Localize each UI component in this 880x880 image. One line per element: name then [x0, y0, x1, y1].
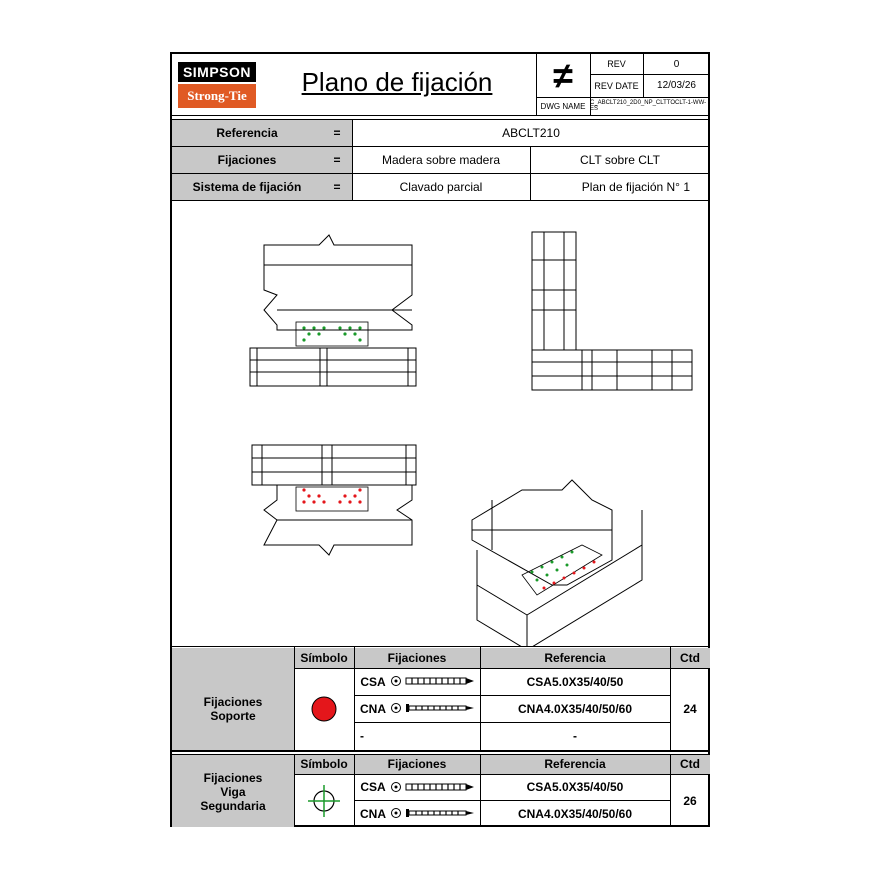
table1-row2-reference: CNA4.0X35/40/50/60	[517, 701, 633, 716]
iso-plate-dots-green	[530, 550, 574, 582]
technical-drawings	[249, 231, 693, 646]
table1-col-ctd: Ctd	[680, 651, 700, 665]
table1-col-fijaciones: Fijaciones	[387, 651, 447, 665]
not-equal-symbol: ≠	[553, 54, 573, 96]
table2-col-ctd: Ctd	[680, 757, 700, 771]
table2-row2-type: CNA	[360, 806, 386, 821]
page-title: Plano de fijación	[301, 66, 493, 97]
rev-date-label: REV DATE	[594, 80, 639, 91]
table2-col-fijaciones: Fijaciones	[387, 757, 447, 771]
table2-col-referencia: Referencia	[544, 757, 606, 771]
plan-plate-dots	[302, 488, 362, 504]
fijaciones-value-1: Madera sobre madera	[381, 152, 501, 167]
referencia-label: Referencia	[216, 125, 278, 140]
strong-tie-logo: Strong-Tie	[178, 84, 256, 108]
table1-row3-reference: -	[573, 729, 577, 743]
drawing-sheet: SIMPSON Strong-Tie Plano de fijación ≠ R…	[170, 52, 710, 827]
front-view-drawing	[249, 234, 417, 387]
red-circle-icon	[311, 696, 337, 722]
table2-ctd: 26	[683, 793, 697, 808]
table1-ctd: 24	[683, 702, 697, 716]
equals-sign: =	[333, 125, 341, 140]
rev-label: REV	[607, 59, 626, 69]
dwg-name-value: C_ABCLT210_2D0_NP_CLTTOCLT-1-WW-ES	[590, 100, 707, 112]
sistema-value-1: Clavado parcial	[399, 179, 483, 194]
table2-row1-reference: CSA5.0X35/40/50	[526, 780, 624, 794]
table1-row1-type: CSA	[360, 674, 386, 689]
fijaciones-value-2: CLT sobre CLT	[579, 152, 661, 167]
isometric-view-drawing	[471, 479, 643, 646]
screw-icon	[391, 782, 474, 792]
table1-group-label: Fijaciones Soporte	[203, 695, 263, 723]
fijaciones-label: Fijaciones	[217, 152, 277, 167]
sistema-value-2: Plan de fijación N° 1	[581, 179, 690, 194]
table1-col-simbolo: Símbolo	[300, 651, 348, 665]
table1-row1-reference: CSA5.0X35/40/50	[526, 674, 624, 689]
nail-icon	[391, 703, 474, 713]
table2-col-simbolo: Símbolo	[300, 757, 348, 771]
green-crosshair-icon	[308, 784, 340, 817]
table2-row1-type: CSA	[360, 780, 386, 794]
table1-col-referencia: Referencia	[544, 651, 606, 665]
table2-group-label: Fijaciones Viga Segundaria	[200, 771, 266, 813]
screw-icon	[391, 676, 474, 686]
referencia-value: ABCLT210	[502, 125, 560, 140]
iso-plate-dots-red	[542, 560, 596, 590]
front-plate-dots	[302, 326, 362, 342]
rev-value: 0	[673, 58, 680, 70]
equals-sign: =	[333, 179, 341, 194]
dwg-name-label: DWG NAME	[540, 101, 586, 111]
equals-sign: =	[333, 152, 341, 167]
table1-row2-type: CNA	[360, 701, 386, 716]
rev-date-value: 12/03/26	[657, 80, 696, 91]
table1-row3-type: -	[360, 729, 364, 743]
table2-symbol	[294, 774, 354, 827]
side-view-drawing	[531, 231, 693, 391]
nail-icon	[391, 808, 474, 818]
table1-symbol	[294, 668, 354, 750]
sistema-label: Sistema de fijación	[192, 179, 302, 194]
table2-row2-reference: CNA4.0X35/40/50/60	[517, 806, 633, 821]
plan-view-drawing	[251, 444, 417, 556]
simpson-logo: SIMPSON	[178, 62, 256, 82]
